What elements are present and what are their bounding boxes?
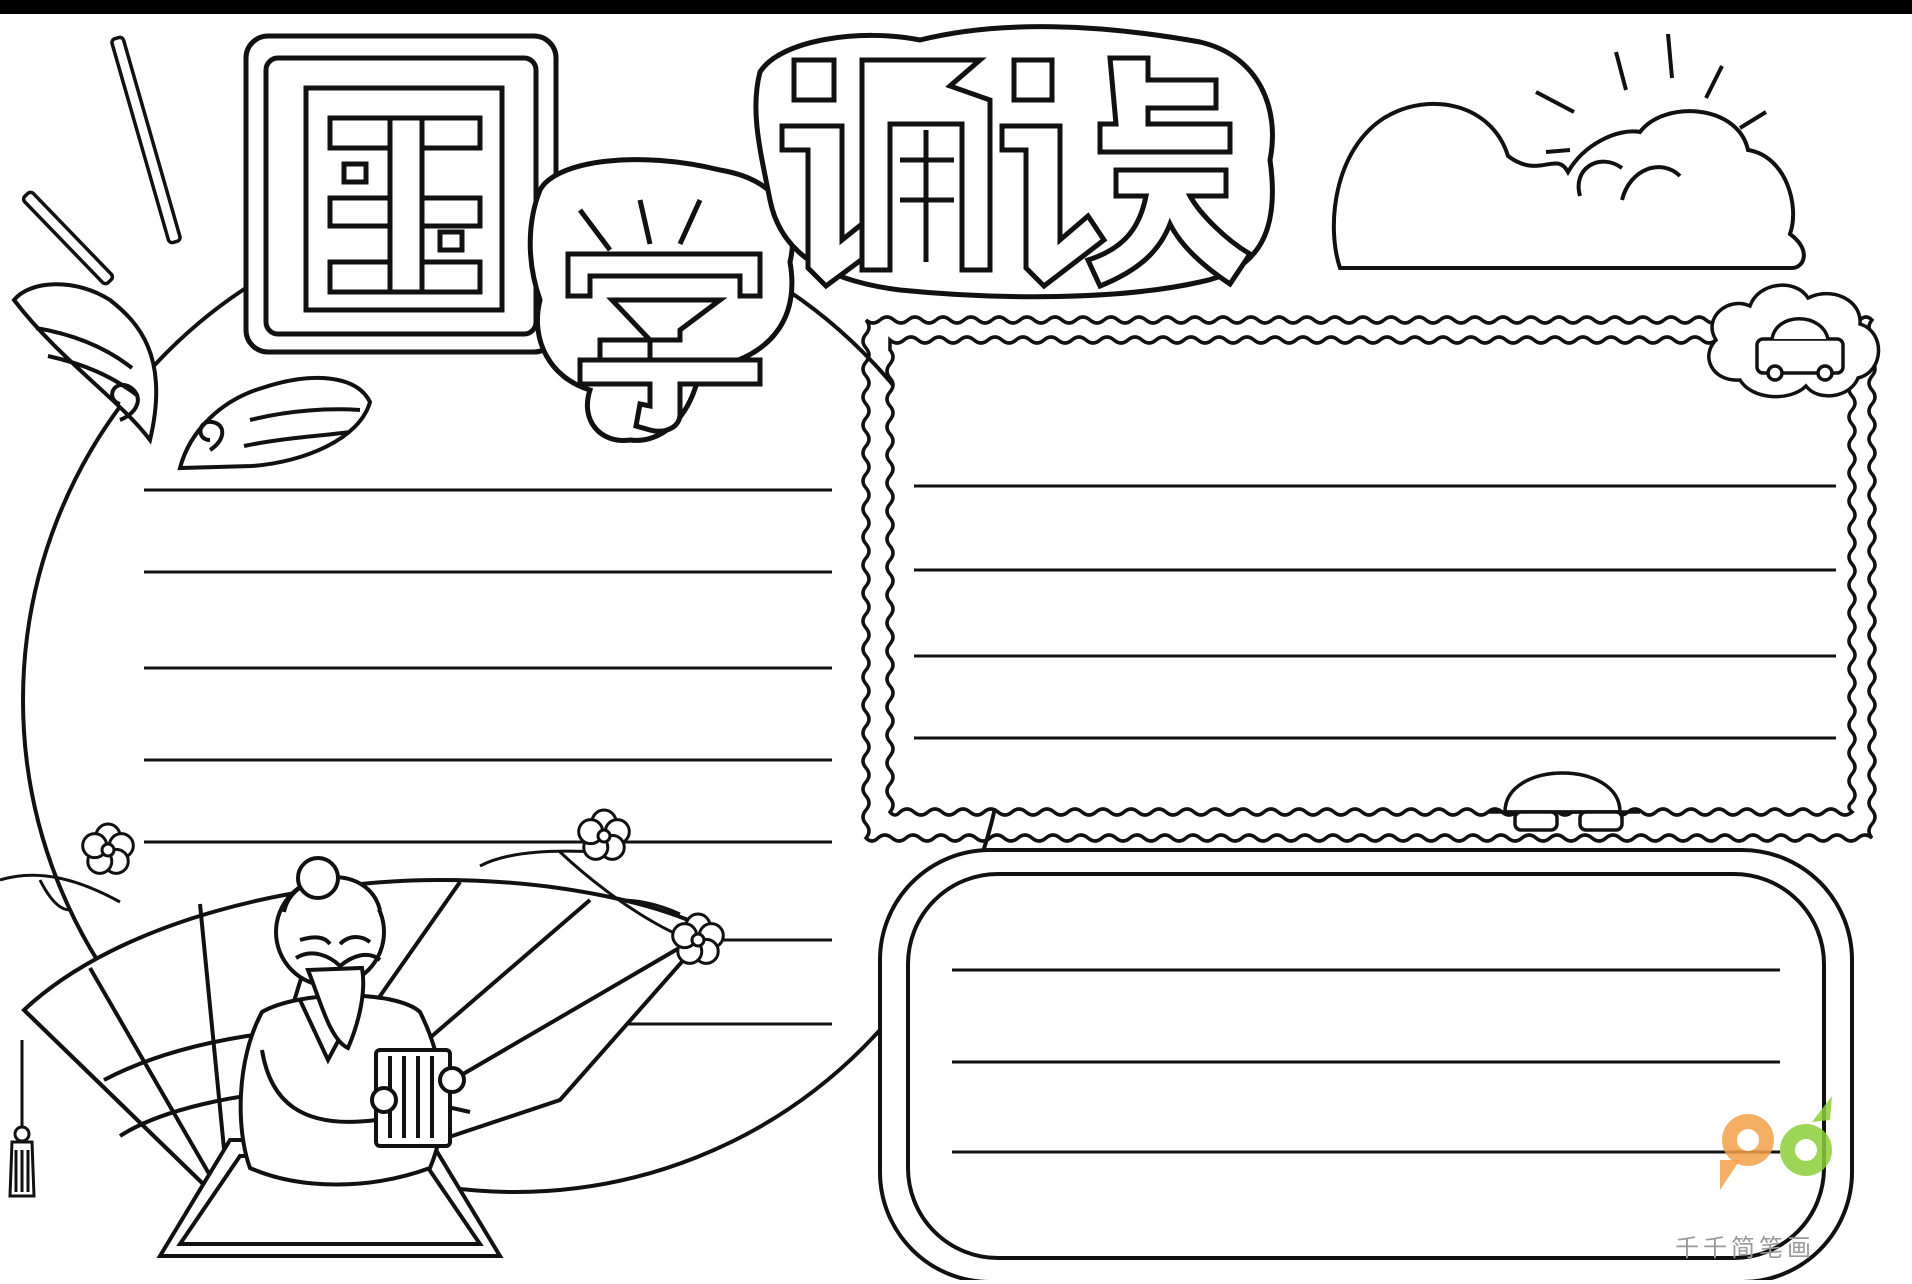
top-right-wavy-frame-outer: [861, 315, 1877, 843]
sun-icon: [1535, 33, 1768, 154]
brand-logo-icon: [1720, 1096, 1832, 1190]
title-song-glyph: [779, 57, 993, 290]
plum-flowers: [81, 808, 725, 965]
bottom-right-writing-lines: [952, 968, 1780, 1154]
fan-tassel: [8, 1040, 36, 1198]
small-sun-car-icon: [1488, 771, 1640, 832]
title-xue-glyph: [565, 198, 763, 434]
left-wing-icon: [11, 282, 159, 445]
right-wing-icon: [177, 375, 373, 471]
scholar-figure: [156, 856, 504, 1258]
top-right-wavy-frame-inner: [885, 335, 1857, 817]
title-guo-inner: [327, 115, 483, 295]
bottom-right-panel-inner: [906, 872, 1826, 1260]
watermark-brand-text: 千千简笔画: [1675, 1234, 1815, 1262]
cloud-car-icon: [1707, 283, 1881, 399]
title-du-glyph: [999, 55, 1254, 290]
cloud-icon: [1331, 101, 1806, 270]
decor-strokes: [21, 35, 182, 286]
top-right-writing-lines: [914, 484, 1836, 740]
plum-flower-icon: [577, 808, 631, 861]
top-edge-bar: [0, 0, 1912, 14]
plum-flower-icon: [81, 822, 135, 875]
plum-flower-icon: [671, 912, 725, 965]
